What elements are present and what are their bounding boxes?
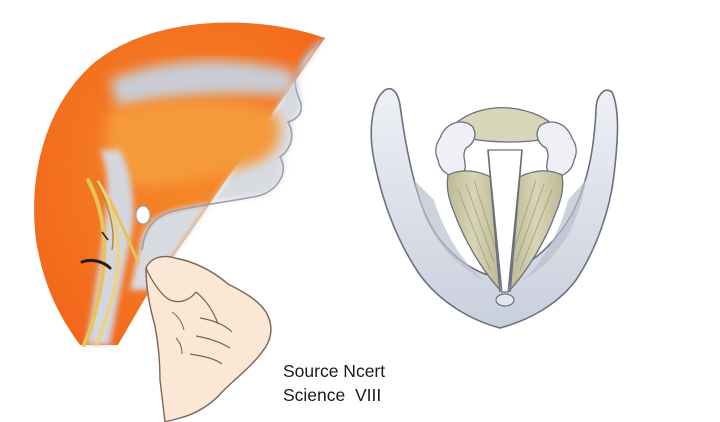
source-caption-line-2: Science VIII (283, 385, 382, 405)
source-caption-line-1: Source Ncert (283, 361, 386, 381)
oral-cavity (104, 100, 280, 187)
anterior-commissure (495, 293, 515, 307)
hand-illustration (145, 255, 272, 422)
tissue-mark (101, 231, 109, 241)
right-vocal-ligament (509, 149, 523, 293)
vocal-fold-texture (457, 179, 553, 271)
right-arytenoid (536, 121, 577, 177)
face-profile-line (141, 37, 326, 251)
vocal-fold-marker (80, 258, 112, 270)
head-cross-section-illustration (34, 22, 326, 422)
nerve-strand-1 (82, 178, 107, 347)
nerve-strand-2 (94, 180, 120, 347)
left-vocal-fold (446, 170, 501, 292)
left-vocal-ligament (487, 149, 501, 293)
cartilage-shadow-left (414, 180, 486, 282)
face-profile-band (130, 38, 325, 290)
cartilage-shadow-right (520, 180, 586, 282)
nasal-cavity (110, 60, 295, 108)
right-vocal-fold (509, 170, 564, 292)
glottis-opening (487, 149, 523, 293)
adams-apple (135, 205, 151, 225)
nerve-strand-3 (93, 177, 114, 251)
left-arytenoid (435, 121, 476, 177)
nerve-branch (108, 198, 140, 264)
